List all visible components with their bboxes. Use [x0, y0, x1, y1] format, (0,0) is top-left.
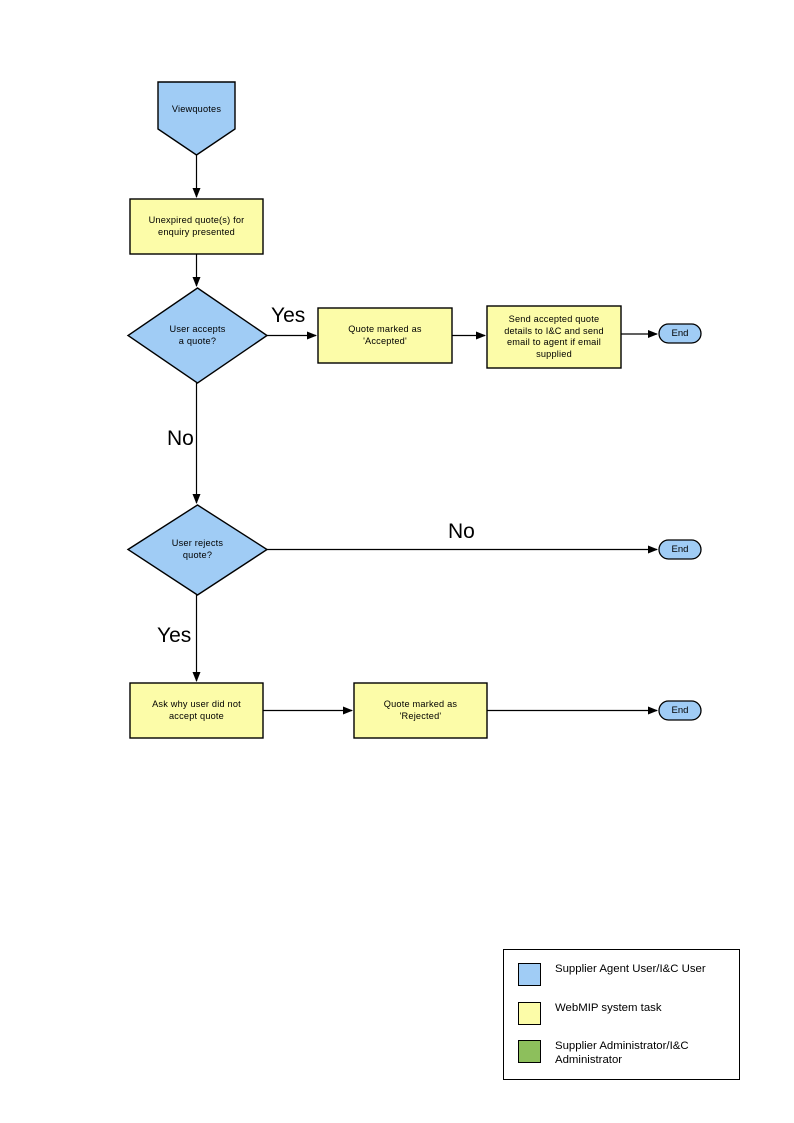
- legend-swatch-yellow: [518, 1002, 541, 1025]
- edge-label-yes-accepts: Yes: [271, 304, 306, 327]
- node-send-accepted-details-shape[interactable]: [486, 305, 622, 369]
- node-end-3-label: End: [671, 705, 689, 716]
- legend-panel: Supplier Agent User/I&C User WebMIP syst…: [503, 949, 740, 1080]
- edge-label-yes-rejects: Yes: [157, 624, 192, 647]
- edge-label-no-accepts: No: [167, 427, 194, 450]
- node-user-rejects-decision-shape[interactable]: [126, 504, 269, 596]
- node-end-2-label: End: [671, 544, 689, 555]
- legend-item-webmip-system-task: WebMIP system task: [518, 1002, 662, 1025]
- legend-label-supplier-agent: Supplier Agent User/I&C User: [555, 963, 706, 975]
- node-quote-marked-accepted-shape[interactable]: [317, 307, 453, 364]
- node-end-2-shape[interactable]: [658, 539, 702, 560]
- legend-label-supplier-administrator: Supplier Administrator/I&C Administrator: [555, 1040, 689, 1066]
- legend-swatch-blue: [518, 963, 541, 986]
- edge-label-no-rejects: No: [448, 520, 475, 543]
- node-user-accepts-decision-shape[interactable]: [126, 287, 269, 384]
- node-unexpired-quotes-shape[interactable]: [129, 198, 264, 255]
- node-end-1-shape[interactable]: [658, 323, 702, 344]
- node-quote-marked-rejected-shape[interactable]: [353, 682, 488, 739]
- node-end-3-shape[interactable]: [658, 700, 702, 721]
- node-end-1-label: End: [671, 328, 689, 339]
- node-ask-why-shape[interactable]: [129, 682, 264, 739]
- legend-item-supplier-agent: Supplier Agent User/I&C User: [518, 963, 706, 986]
- node-start-shape[interactable]: [157, 81, 236, 156]
- legend-item-supplier-administrator: Supplier Administrator/I&C Administrator: [518, 1040, 689, 1067]
- legend-label-webmip-system-task: WebMIP system task: [555, 1002, 662, 1014]
- legend-swatch-green: [518, 1040, 541, 1063]
